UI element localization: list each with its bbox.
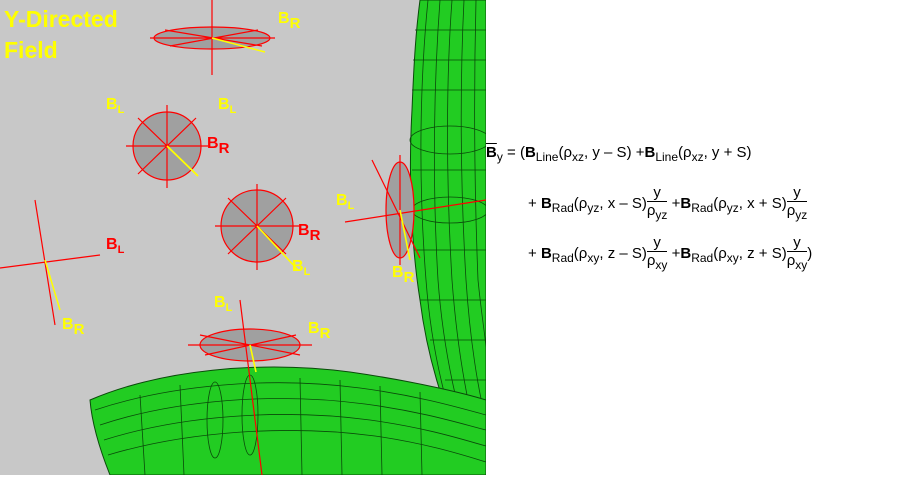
label-bl-top: BL — [218, 96, 237, 116]
label-bl-upper-left: BL — [106, 96, 125, 116]
field-lines-left — [0, 199, 101, 326]
label-br-bottom: BR — [308, 320, 331, 342]
label-br-center: BR — [298, 222, 321, 244]
field-disc-right — [344, 155, 487, 265]
label-bl-center: BL — [292, 258, 311, 278]
label-bl-right: BL — [336, 192, 355, 212]
label-br-upper-left: BR — [207, 135, 230, 157]
torus-vertical — [409, 0, 491, 476]
label-bl-bottom: BL — [214, 294, 233, 314]
eq-lhs: B — [486, 144, 497, 161]
label-bl-left: BL — [106, 236, 125, 256]
title-line-2: Field — [4, 37, 58, 63]
title-line-1: Y-Directed — [4, 6, 118, 32]
scene-canvas — [0, 0, 491, 476]
field-equation: By = (BLine(ρxz, y – S) +BLine(ρxz, y + … — [486, 138, 908, 288]
label-br-top: BR — [278, 10, 301, 32]
field-scene: Y-Directed Field BR BL BL BR BR BL BL BR… — [0, 0, 491, 476]
field-disc-center — [215, 184, 299, 271]
field-disc-bottom — [188, 299, 312, 476]
torus-horizontal — [89, 366, 487, 476]
label-br-right: BR — [392, 264, 415, 286]
field-disc-top — [150, 0, 275, 75]
equation-line-1: By = (BLine(ρxz, y – S) +BLine(ρxz, y + … — [486, 144, 752, 164]
label-br-left: BR — [62, 316, 85, 338]
diagram-title: Y-Directed Field — [4, 4, 204, 66]
field-disc-upper-left — [126, 105, 208, 188]
